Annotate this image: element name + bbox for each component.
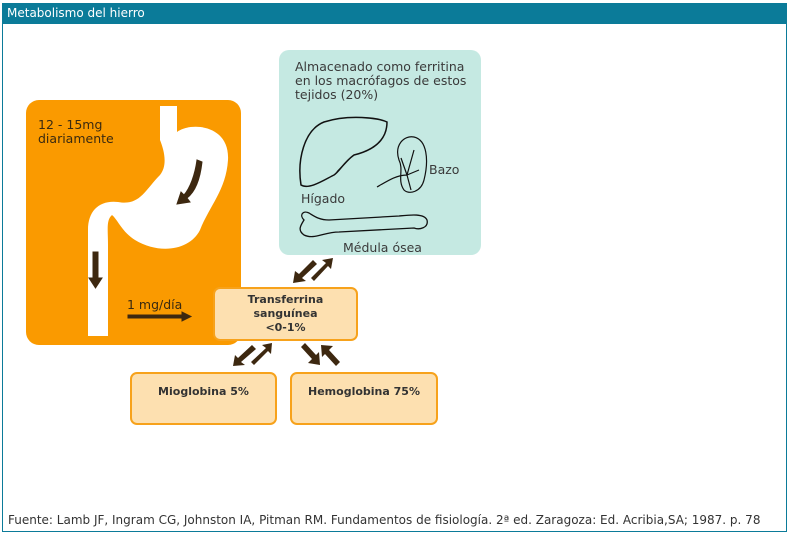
transferrin-sublabel: sanguínea (253, 307, 318, 320)
transferrin-percent: <0-1% (265, 321, 306, 334)
myoglobin-box: Mioglobina 5% (130, 372, 277, 425)
hemoglobin-label: Hemoglobina 75% (308, 384, 420, 398)
bone-drawing (299, 211, 428, 238)
window-title: Metabolismo del hierro (2, 3, 787, 24)
absorption-label: 1 mg/día (127, 297, 183, 312)
intake-frequency: diariamente (38, 131, 114, 146)
intake-amount: 12 - 15mg (38, 117, 103, 132)
transferrin-box: Transferrina sanguínea <0-1% (213, 287, 358, 341)
marrow-label: Médula ósea (343, 240, 422, 255)
myoglobin-arrows-icon (233, 343, 272, 366)
duodenum-arrow-icon (88, 251, 103, 289)
hemoglobin-box: Hemoglobina 75% (290, 372, 438, 425)
transferrin-label: Transferrina (247, 293, 324, 306)
liver-drawing (299, 116, 388, 187)
storage-text-1: Almacenado como ferritina (295, 59, 465, 74)
myoglobin-label: Mioglobina 5% (158, 384, 249, 398)
liver-label: Hígado (301, 191, 346, 206)
transferrin-storage-arrows-icon (293, 258, 333, 283)
organ-illustrations (299, 116, 428, 238)
spleen-label: Bazo (429, 162, 460, 177)
absorption-arrow-icon (127, 311, 193, 322)
stomach-illustration (88, 106, 229, 336)
storage-text-3: tejidos (20%) (295, 87, 379, 102)
storage-panel (279, 50, 481, 255)
spleen-drawing (376, 136, 428, 193)
storage-text-2: en los macrófagos de estos (295, 73, 467, 88)
source-citation: Fuente: Lamb JF, Ingram CG, Johnston IA,… (8, 513, 761, 527)
hemoglobin-arrows-icon (301, 343, 340, 366)
stomach-arrow-icon (176, 159, 203, 205)
